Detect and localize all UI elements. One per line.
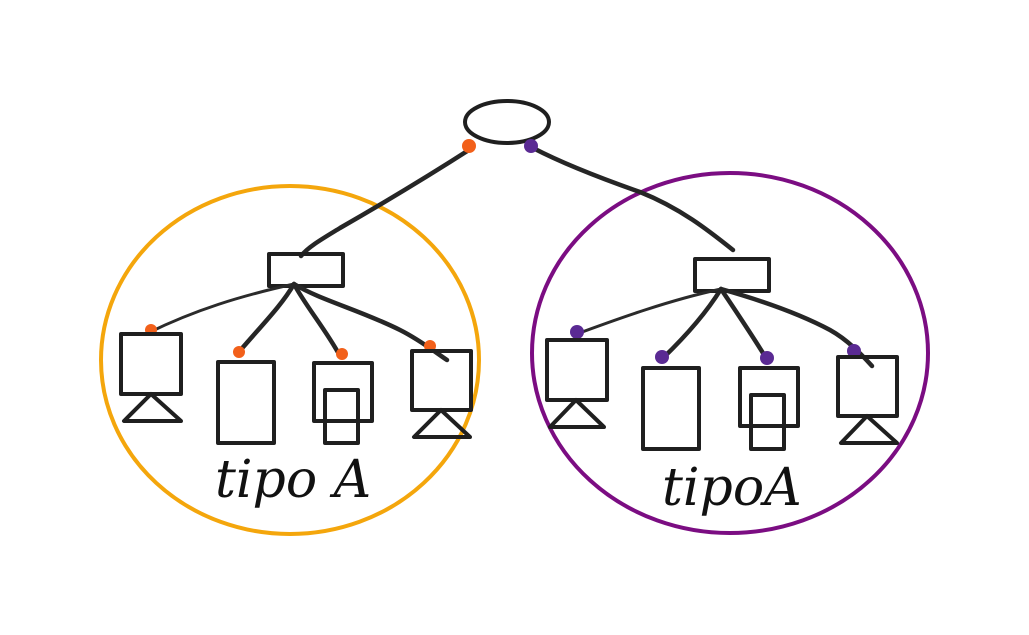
right-edge-3 [718,286,769,361]
edge-root-to-right [530,145,736,253]
right-child-4-square-triangle [836,355,899,445]
left-edge-1 [146,282,296,335]
root-left-marker [462,139,476,153]
right-edge-1 [572,287,723,337]
right-child-4-marker [847,344,861,358]
root-right-marker [524,139,538,153]
right-child-1-square-triangle [545,338,609,429]
right-group-circle [530,171,930,535]
edge-root-to-left [298,145,475,259]
left-branch-node [267,252,345,288]
right-branch-node [693,257,771,293]
root-node [463,99,551,145]
left-edge-2 [235,281,297,356]
left-child-2-tall-rectangle [216,360,276,445]
right-group-label: tipoA [662,458,802,518]
right-child-2-tall-rectangle [641,366,701,451]
right-child-2-marker [655,350,669,364]
left-group-label: tipo A [215,450,371,510]
left-child-4-square-triangle [410,349,473,439]
left-child-2-marker [233,346,245,358]
right-edge-2 [660,286,724,361]
left-child-3-marker [336,348,348,360]
right-child-1-marker [570,325,584,339]
right-child-3-marker [760,351,774,365]
left-edge-3 [291,281,343,359]
left-child-3-nested-squares [312,361,374,445]
left-child-1-square-triangle [119,332,183,423]
right-child-3-nested-squares [738,366,800,451]
left-group-circle [99,184,481,536]
